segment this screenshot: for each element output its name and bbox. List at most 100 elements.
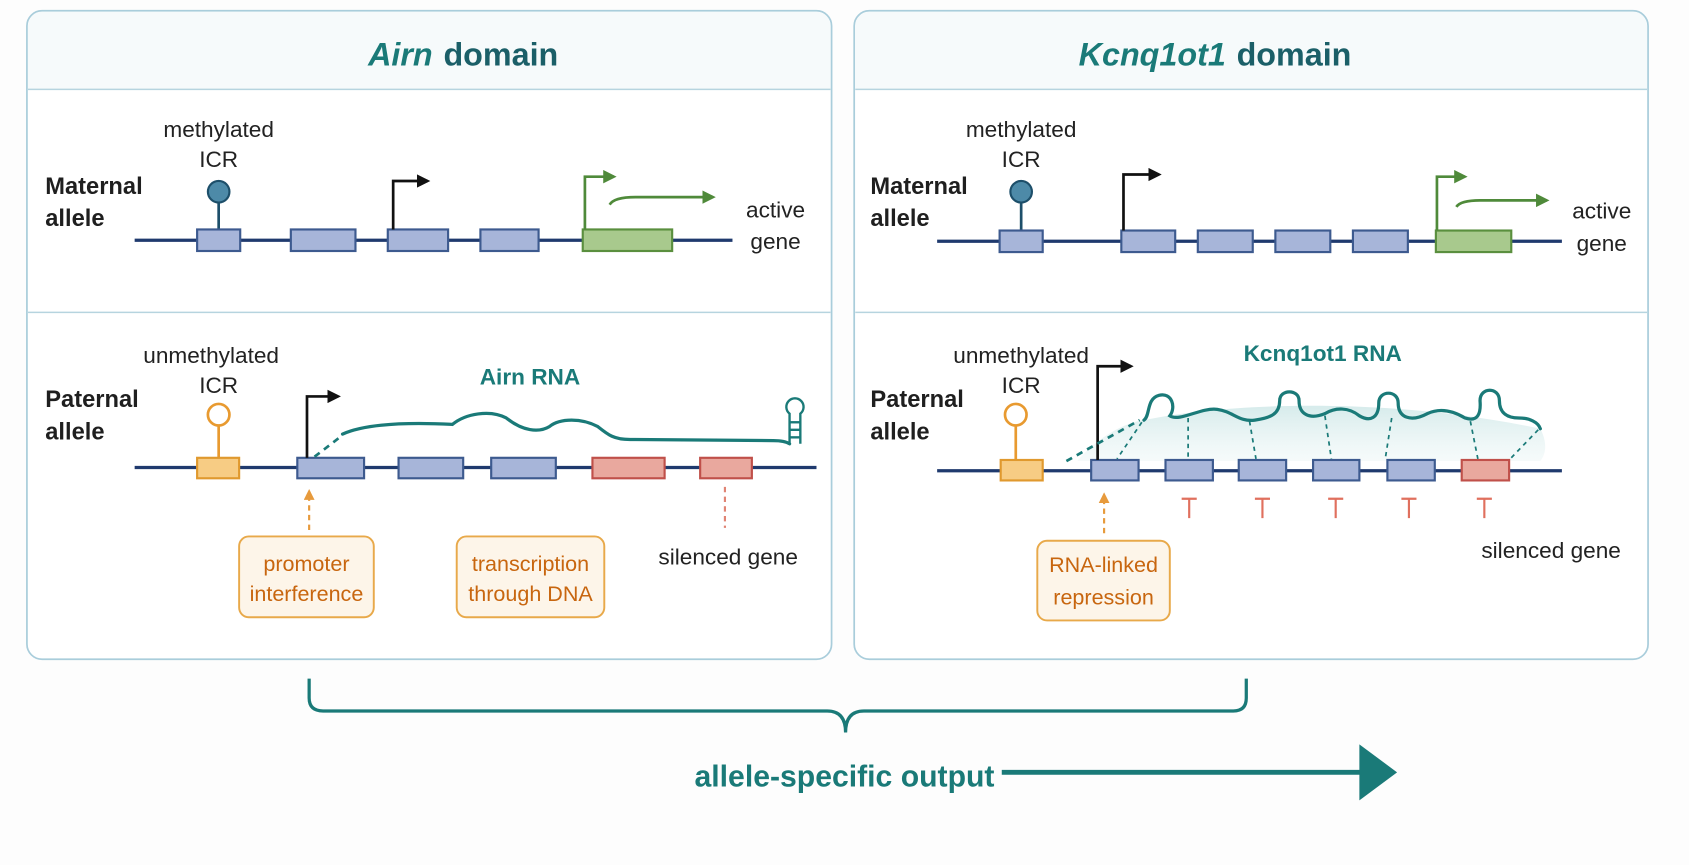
icr-label: ICR (199, 373, 238, 398)
active-gene-label: gene (1577, 231, 1627, 256)
allele-label: allele (870, 206, 929, 232)
rna-dna-contacts (1116, 415, 1539, 460)
panel-title: Kcnq1ot1 domain (1079, 37, 1352, 73)
inhibition-icon (1401, 497, 1417, 519)
panel-frame (853, 9, 1649, 661)
exon-box (1351, 229, 1409, 254)
promoter-arrow-icon (1096, 359, 1134, 460)
unmethylated-icr-icon (206, 402, 231, 427)
allele-label: allele (45, 420, 104, 446)
active-gene-label: active (1572, 199, 1631, 224)
airn-rna-transcript (340, 411, 792, 446)
allele-label: Maternal (45, 174, 142, 200)
inhibition-icon (1181, 497, 1197, 519)
icr-label: ICR (199, 147, 238, 172)
exon-box (1090, 458, 1140, 482)
silenced-gene-box (1460, 458, 1511, 482)
silenced-gene-box (591, 456, 666, 480)
icr-box (196, 228, 242, 253)
rna-start-dash (1065, 418, 1141, 463)
gene-promoter-arrow-icon (583, 169, 617, 230)
icr-box (998, 229, 1044, 254)
panel-title: Airn domain (367, 37, 558, 73)
repression-marks (1181, 497, 1492, 519)
inhibition-icon (1328, 497, 1344, 519)
icr-label: methylated (163, 117, 274, 142)
title-suffix: domain (443, 37, 558, 73)
output-label: allele-specific output (695, 760, 995, 793)
kcnq1ot1-rna-transcript (1142, 388, 1542, 431)
exon-box (1120, 229, 1177, 254)
exon-box (397, 456, 465, 480)
exon-box (1164, 458, 1214, 482)
exon-box (490, 456, 557, 480)
icr-label: methylated (966, 117, 1077, 142)
exon-box (1237, 458, 1288, 482)
mechanism-label: through DNA (468, 582, 593, 606)
icr-label: ICR (1002, 147, 1041, 172)
mechanism-label: repression (1053, 585, 1154, 609)
exon-box (386, 228, 450, 253)
exon-box (479, 228, 540, 253)
allele-label: Maternal (870, 174, 967, 200)
mechanism-label: interference (250, 582, 364, 606)
exon-box (1386, 458, 1436, 482)
allele-label: allele (45, 206, 104, 232)
title-suffix: domain (1237, 37, 1352, 73)
exon-box (289, 228, 357, 253)
promoter-arrow-icon (305, 389, 341, 458)
transcription-arrow-icon (1455, 193, 1550, 208)
output-arrow-icon (1359, 744, 1398, 801)
mechanism-box: promoter interference (238, 535, 375, 619)
mechanism-label: transcription (472, 552, 589, 576)
silenced-gene-label: silenced gene (1481, 538, 1621, 563)
methylated-icr-icon (1009, 179, 1034, 204)
mechanism-label: RNA-linked (1049, 553, 1158, 577)
icr-label: unmethylated (143, 343, 279, 368)
exon-box (296, 456, 366, 480)
promoter-arrow-icon (391, 174, 431, 230)
panel-header (28, 11, 831, 90)
rna-label: Kcnq1ot1 RNA (1244, 341, 1402, 366)
active-gene-box (1434, 229, 1513, 254)
paternal-allele: Paternal allele unmethylated ICR Airn R (45, 343, 817, 619)
summary-brace (307, 678, 1248, 733)
allele-label: Paternal (45, 387, 138, 413)
mechanism-box: transcription through DNA (455, 535, 606, 619)
active-gene-box (581, 228, 674, 253)
unmethylated-icr-icon (1003, 402, 1028, 427)
rna-label: Airn RNA (480, 365, 580, 390)
promoter-arrow-icon (1122, 167, 1162, 231)
icr-label: ICR (1002, 373, 1041, 398)
inhibition-icon (1254, 497, 1270, 519)
maternal-allele: Maternal allele methylated ICR active ge… (45, 117, 805, 254)
icr-label: unmethylated (953, 343, 1089, 368)
exon-box (1274, 229, 1332, 254)
inhibition-icon (1476, 497, 1492, 519)
mechanism-box: RNA-linked repression (1036, 539, 1171, 622)
paternal-allele: Paternal allele unmethylated ICR (870, 341, 1621, 622)
title-gene: Kcnq1ot1 (1079, 37, 1226, 73)
silenced-gene-box (699, 456, 753, 480)
silenced-gene-label: silenced gene (658, 544, 798, 569)
icr-box (999, 458, 1044, 482)
title-gene: Airn (367, 37, 433, 73)
kcnq1ot1-domain-panel: Kcnq1ot1 domain Maternal allele methylate… (853, 9, 1649, 661)
panel-header (855, 11, 1647, 90)
rna-cloud-shading (1077, 405, 1546, 462)
exon-box (1196, 229, 1254, 254)
mechanism-label: promoter (263, 552, 349, 576)
icr-box (196, 456, 241, 480)
active-gene-label: gene (750, 229, 800, 254)
rna-hairpin-icon (785, 397, 805, 444)
output-summary: allele-specific output (307, 678, 1398, 801)
active-gene-label: active (746, 198, 805, 223)
exon-box (1311, 458, 1361, 482)
panel-frame (26, 9, 833, 661)
airn-domain-panel: Airn domain Maternal allele methylated IC… (26, 9, 833, 661)
allele-label: Paternal (870, 387, 963, 413)
allele-label: allele (870, 420, 929, 446)
transcription-arrow-icon (608, 190, 716, 206)
methylated-icr-icon (206, 179, 231, 204)
